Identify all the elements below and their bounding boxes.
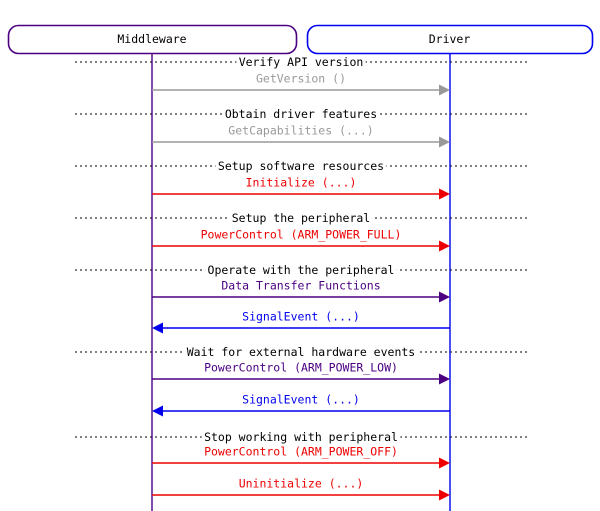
message-label: GetCapabilities (...) [228, 124, 373, 138]
separator-2: Setup software resources [75, 159, 528, 173]
separator-1: Obtain driver features [75, 107, 528, 121]
lifelines-layer [151, 53, 451, 511]
message-6: PowerControl (ARM_POWER_LOW) [152, 361, 450, 385]
message-label: SignalEvent (...) [242, 310, 360, 324]
separator-label: Verify API version [239, 55, 364, 69]
message-arrowhead [439, 84, 450, 96]
separator-label: Stop working with peripheral [204, 430, 398, 444]
separator-label-bg [184, 345, 418, 359]
message-4: Data Transfer Functions [152, 279, 450, 303]
message-label: GetVersion () [256, 72, 346, 86]
message-0: GetVersion () [152, 72, 450, 96]
separator-0: Verify API version [75, 55, 528, 69]
message-7: SignalEvent (...) [152, 393, 450, 417]
message-arrowhead [152, 322, 163, 334]
actor-box[interactable] [7, 24, 298, 55]
actor-driver[interactable]: Driver [306, 24, 594, 55]
message-5: SignalEvent (...) [152, 310, 450, 334]
message-label: Initialize (...) [246, 176, 357, 190]
separator-label: Operate with the peripheral [208, 263, 395, 277]
actor-label: Middleware [117, 32, 186, 46]
separator-label-bg [222, 107, 380, 121]
message-1: GetCapabilities (...) [152, 124, 450, 148]
separator-5: Wait for external hardware events [75, 345, 528, 359]
message-arrowhead [152, 405, 163, 417]
actor-box[interactable] [306, 24, 594, 55]
message-arrowhead [439, 489, 450, 501]
separator-label: Obtain driver features [225, 107, 377, 121]
message-arrowhead [439, 188, 450, 200]
message-arrowhead [439, 373, 450, 385]
separator-6: Stop working with peripheral [75, 430, 528, 444]
separator-4: Operate with the peripheral [75, 263, 528, 277]
message-label: SignalEvent (...) [242, 393, 360, 407]
separator-label: Wait for external hardware events [187, 345, 415, 359]
actor-label: Driver [429, 32, 471, 46]
message-2: Initialize (...) [152, 176, 450, 200]
separator-3: Setup the peripheral [75, 211, 528, 225]
separator-label: Setup software resources [218, 159, 384, 173]
actors-layer: Middleware Driver [7, 24, 594, 55]
message-8: PowerControl (ARM_POWER_OFF) [152, 445, 450, 469]
message-label: Uninitialize (...) [239, 477, 364, 491]
separator-label-bg [215, 159, 387, 173]
separator-label-bg [201, 430, 401, 444]
separator-label: Setup the peripheral [232, 211, 370, 225]
message-label: PowerControl (ARM_POWER_OFF) [204, 445, 398, 459]
message-label: Data Transfer Functions [221, 279, 380, 293]
message-arrowhead [439, 240, 450, 252]
message-label: PowerControl (ARM_POWER_FULL) [201, 228, 402, 242]
message-9: Uninitialize (...) [152, 477, 450, 501]
message-arrowhead [439, 136, 450, 148]
separator-label-bg [236, 55, 366, 69]
separator-label-bg [205, 263, 397, 277]
message-arrowhead [439, 457, 450, 469]
message-arrowhead [439, 291, 450, 303]
message-3: PowerControl (ARM_POWER_FULL) [152, 228, 450, 252]
message-label: PowerControl (ARM_POWER_LOW) [204, 361, 398, 375]
separator-label-bg [229, 211, 373, 225]
messages-layer: GetVersion () GetCapabilities (...) Initia… [152, 72, 450, 501]
actor-middleware[interactable]: Middleware [7, 24, 298, 55]
